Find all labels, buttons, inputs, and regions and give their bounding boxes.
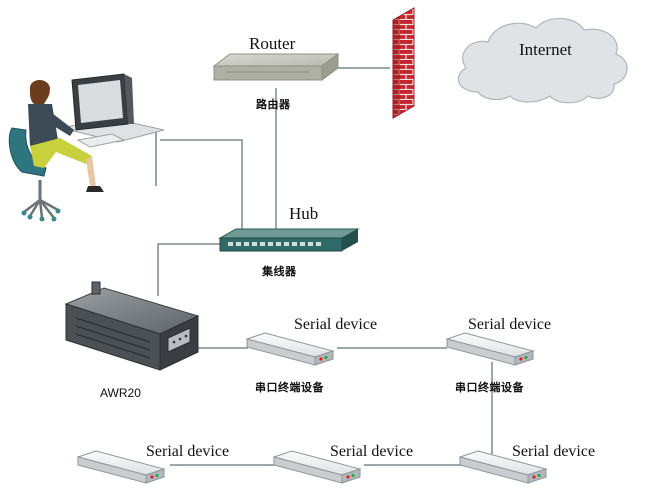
serial-device-label-3: Serial device bbox=[146, 443, 230, 460]
serial-device-label-5: Serial device bbox=[512, 443, 596, 460]
router-icon bbox=[212, 53, 340, 81]
router-label: Router bbox=[249, 34, 296, 53]
awr20-device-icon bbox=[64, 281, 200, 371]
internet-label: Internet bbox=[519, 40, 572, 59]
serial-devices-group bbox=[76, 332, 548, 484]
serial-device-icon bbox=[458, 450, 548, 484]
serial-terminal-cn-label-2: 串口终端设备 bbox=[455, 381, 524, 394]
connection-lines bbox=[157, 67, 493, 466]
hub-label: Hub bbox=[289, 204, 319, 223]
router-cn-label: 路由器 bbox=[256, 98, 291, 111]
line-hub-to-awr20 bbox=[157, 243, 222, 296]
serial-device-label-4: Serial device bbox=[330, 443, 414, 460]
serial-device-label-2: Serial device bbox=[468, 316, 552, 333]
serial-device-icon bbox=[245, 332, 335, 366]
serial-device-icon bbox=[272, 450, 362, 484]
awr20-label: AWR20 bbox=[100, 386, 141, 400]
person-at-computer-icon bbox=[8, 73, 165, 222]
hub-cn-label: 集线器 bbox=[262, 265, 297, 278]
serial-device-icon bbox=[76, 450, 166, 484]
firewall-icon bbox=[392, 7, 415, 119]
serial-device-label-1: Serial device bbox=[294, 316, 378, 333]
cloud-icon bbox=[457, 17, 628, 104]
hub-icon bbox=[218, 228, 360, 252]
serial-device-icon bbox=[445, 332, 535, 366]
serial-terminal-cn-label-1: 串口终端设备 bbox=[255, 381, 324, 394]
line-workstation-to-hub bbox=[160, 139, 243, 232]
